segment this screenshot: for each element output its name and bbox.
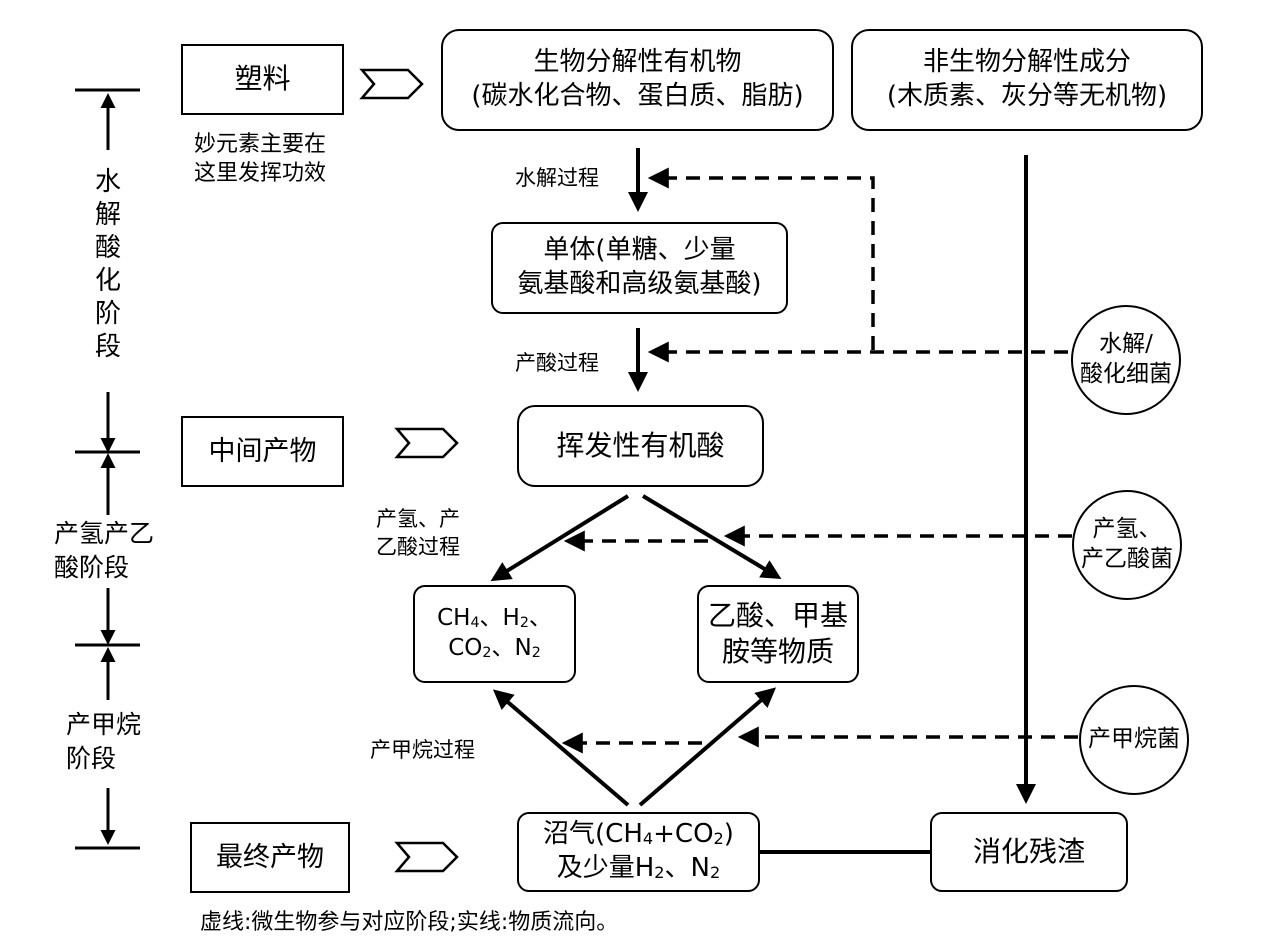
biogas-box: 沼气(CH4+CO2) 及少量H2、N2: [517, 812, 760, 892]
miao-element-note-line2: 这里发挥功效: [194, 160, 327, 186]
stage-char: 酸: [94, 233, 121, 263]
intermediate-product-label: 中间产物: [208, 435, 317, 467]
final-product-label: 最终产物: [216, 841, 324, 873]
legend-note: 虚线:微生物参与对应阶段;实线:物质流向。: [200, 910, 619, 935]
stage-char: 段: [94, 332, 121, 362]
hydrolytic-bacteria-line2: 酸化细菌: [1080, 361, 1172, 387]
methanogenesis-stage-label: 产甲烷 阶段: [66, 708, 141, 776]
stage-bracket-arrows: [75, 88, 140, 850]
gases-line1: CH4、H2、: [437, 605, 552, 632]
methanogenic-bacteria-circle: 产甲烷菌: [1079, 685, 1189, 795]
non-biodegradable-box: 非生物分解性成分 (木质素、灰分等无机物): [851, 29, 1203, 131]
volatile-organic-acid-box: 挥发性有机酸: [517, 405, 764, 487]
digestion-residue-box: 消化残渣: [930, 812, 1128, 892]
non-biodegradable-title: 非生物分解性成分: [922, 47, 1131, 78]
acetogenesis-stage-line2: 酸阶段: [54, 552, 130, 582]
acetogenesis-process-label: 产氢、产 乙酸过程: [376, 505, 460, 562]
monomer-line1: 单体(单糖、少量: [543, 235, 736, 266]
acetogenesis-stage-label: 产氢产乙 酸阶段: [54, 517, 154, 585]
acetogenic-bacteria-circle: 产氢、 产乙酸菌: [1072, 490, 1182, 600]
volatile-organic-acid-label: 挥发性有机酸: [556, 428, 725, 462]
gases-box: CH4、H2、 CO2、N2: [413, 585, 576, 683]
chevron-markers: [359, 68, 459, 873]
acidogenesis-process-label: 产酸过程: [515, 351, 599, 375]
acetogenesis-stage-line1: 产氢产乙: [54, 519, 155, 548]
acetogenic-bacteria-line1: 产氢、: [1092, 516, 1162, 543]
material-flow-arrows: [490, 148, 1036, 854]
miao-element-note: 妙元素主要在 这里发挥功效: [194, 131, 326, 188]
methanogenesis-stage-line2: 阶段: [66, 743, 117, 773]
stage-char: 阶: [94, 299, 121, 329]
monomer-line2: 氨基酸和高级氨基酸): [517, 269, 762, 299]
plastic-label: 塑料: [234, 62, 291, 96]
biodegradable-organics-box: 生物分解性有机物 (碳水化合物、蛋白质、脂肪): [441, 29, 834, 131]
hydrolysis-process-label: 水解过程: [515, 166, 599, 190]
final-product-box: 最终产物: [190, 822, 350, 893]
biogas-line1: 沼气(CH4+CO2): [543, 819, 734, 850]
biodegradable-title: 生物分解性有机物: [533, 47, 742, 78]
methanogenic-bacteria-label: 产甲烷菌: [1088, 726, 1180, 753]
plastic-box: 塑料: [181, 44, 344, 115]
biodegradable-detail: (碳水化合物、蛋白质、脂肪): [471, 81, 804, 111]
miao-element-note-line1: 妙元素主要在: [194, 132, 327, 157]
acetic-acid-line2: 胺等物质: [721, 635, 834, 668]
monomer-box: 单体(单糖、少量 氨基酸和高级氨基酸): [491, 222, 788, 314]
hydrolysis-acidification-stage-label: 水 解 酸 化 阶 段: [93, 166, 123, 364]
hydrolytic-bacteria-line1: 水解/: [1099, 331, 1153, 358]
intermediate-product-box: 中间产物: [181, 416, 344, 487]
methanogenesis-stage-line1: 产甲烷: [66, 710, 142, 739]
acetogenesis-process-line1: 产氢、产: [376, 507, 460, 531]
digestion-residue-label: 消化残渣: [972, 834, 1085, 868]
gases-line2: CO2、N2: [448, 635, 541, 661]
methanogenesis-process-label: 产甲烷过程: [370, 738, 475, 762]
acetic-acid-line1: 乙酸、甲基: [707, 598, 848, 632]
hydrolytic-bacteria-circle: 水解/ 酸化细菌: [1071, 305, 1181, 415]
microbe-dashed-arrows: [561, 167, 1078, 754]
biogas-line2: 及少量H2、N2: [556, 853, 721, 883]
stage-char: 化: [94, 266, 121, 296]
acetogenic-bacteria-line2: 产乙酸菌: [1081, 546, 1173, 572]
stage-char: 水: [94, 167, 121, 197]
non-biodegradable-detail: (木质素、灰分等无机物): [886, 81, 1168, 111]
acetic-acid-box: 乙酸、甲基 胺等物质: [697, 585, 859, 683]
stage-char: 解: [94, 200, 121, 230]
acetogenesis-process-line2: 乙酸过程: [376, 535, 460, 560]
